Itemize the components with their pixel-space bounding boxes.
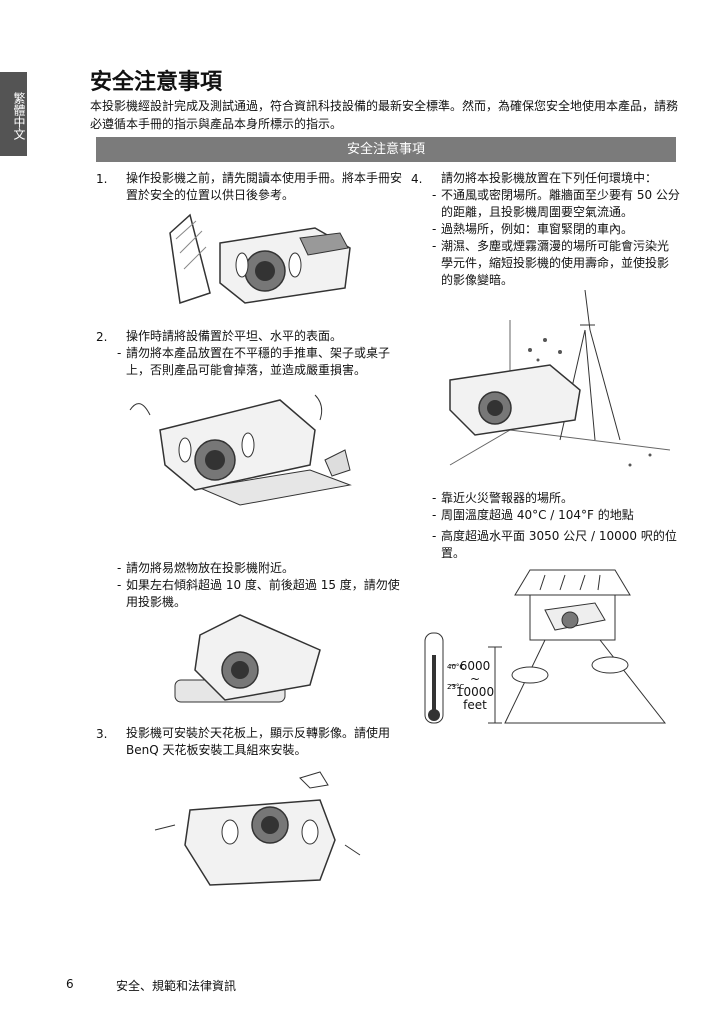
page-number: 6 [66, 977, 74, 991]
dusty-room-illustration [449, 290, 671, 467]
temp-high-label: 40°C [447, 663, 464, 671]
bullet-item: -過熱場所，例如：車窗緊閉的車內。 [432, 222, 634, 236]
item-text: 請勿將本投影機放置在下列任何環境中： [441, 171, 658, 185]
section-banner: 安全注意事項 [96, 137, 676, 162]
item-text: 投影機可安裝於天花板上，顯示反轉影像。請使用 BenQ 天花板安裝工具組來安裝。 [126, 726, 391, 757]
footer-section: 安全、規範和法律資訊 [116, 979, 237, 993]
bullet-item: -請勿將易燃物放在投影機附近。 [117, 561, 295, 575]
altitude-temperature-illustration: 40°C 23°C [424, 569, 667, 724]
bullet-item: -如果左右傾斜超過 10 度、前後超過 15 度，請勿使用投影機。 [117, 578, 400, 609]
unstable-surface-illustration [129, 394, 352, 506]
intro-paragraph: 本投影機經設計完成及測試通過，符合資訊科技設備的最新安全標準。然而，為確保您安全… [90, 99, 679, 131]
temp-low-label: 23°C [447, 683, 464, 691]
item-number: 3. [96, 727, 108, 741]
item-number: 4. [411, 172, 423, 186]
language-tab: 繁體中文 [0, 72, 27, 156]
item-number: 2. [96, 330, 108, 344]
bullet-item: -靠近火災警報器的場所。 [432, 491, 574, 505]
item-text: 操作時請將設備置於平坦、水平的表面。 [126, 329, 343, 343]
bullet-item: -請勿將本產品放置在不平穩的手推車、架子或桌子上，否則產品可能會掉落，並造成嚴重… [117, 346, 391, 377]
bullet-item: -不通風或密閉場所。離牆面至少要有 50 公分的距離，且投影機周圍要空氣流通。 [432, 188, 680, 219]
bullet-item: -高度超過水平面 3050 公尺 / 10000 呎的位置。 [432, 529, 677, 560]
bullet-item: -周圍溫度超過 40°C / 104°F 的地點 [432, 508, 634, 522]
page-title: 安全注意事項 [90, 70, 223, 95]
altitude-range: 6000 ~ 10000 feet [455, 659, 495, 712]
projector-manual-illustration [169, 213, 351, 304]
bullet-item: -潮濕、多塵或煙霧瀰漫的場所可能會污染光學元件，縮短投影機的使用壽命，並使投影的… [432, 239, 670, 287]
tilted-projector-illustration [174, 614, 321, 703]
item-text: 操作投影機之前，請先閱讀本使用手冊。將本手冊安置於安全的位置以供日後參考。 [126, 171, 403, 202]
item-number: 1. [96, 172, 108, 186]
ceiling-mount-illustration [154, 771, 361, 886]
